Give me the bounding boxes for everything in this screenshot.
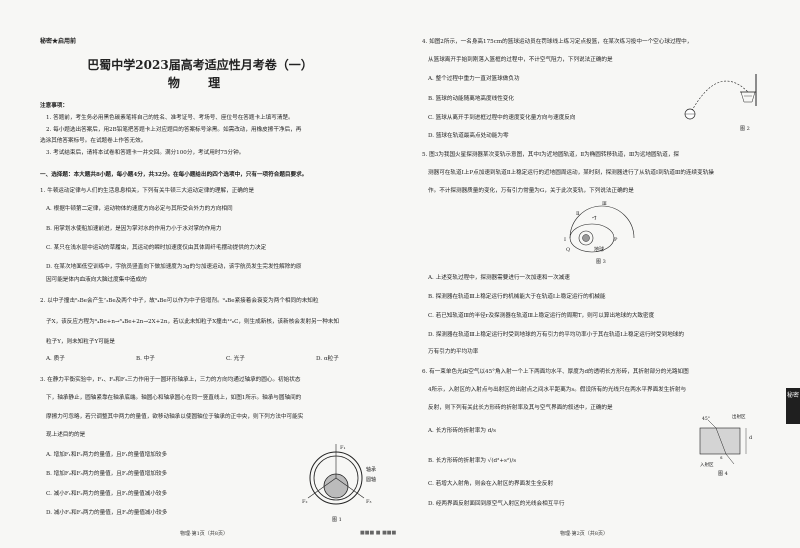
q6-option-c: C. 若增大入射角，则会在入射区的界面发生全反射 [428,481,554,487]
q1-option-b: B. 用掌划水使船加速前进，是因为掌对水的作用力小于水对掌的作用力 [46,226,222,232]
q3-option-c: C. 减小F₁和F₂两力的量值，且F₁的量值减小较多 [46,491,168,497]
fig2-caption: 图 2 [740,126,750,132]
q5-option-c: C. 若已知轨道Ⅲ的半径r及探测器在轨道Ⅲ上稳定运行的周期T，则可以算出地球的大… [428,313,655,319]
right-footer: 物理·第2页（共8页） [560,531,608,537]
q3-option-b: B. 增加F₂和F₃两力的量值，且F₂的量值增加较多 [46,471,168,477]
q6-option-d: D. 经两界面反射面回到原空气入射区的光线会相互平行 [428,501,565,507]
figure-1-bearing [307,444,365,505]
fig3-label-orbit-3: Ⅲ [602,201,607,207]
fig1-label-f3: F₃ [366,499,372,505]
fig3-label-orbit-2: Ⅱ [576,211,580,217]
notice-1: 1. 答题前，考生务必用黑色碳素笔将自己的姓名、准考证号、考场号、座位号在答题卡… [46,115,294,121]
fig1-label-bearing: 轴承 [366,467,377,473]
fig1-label-f1: F₁ [340,445,346,451]
notice-2-cont: 选涂其他答案标号。在试题卷上作答无效。 [40,138,147,144]
q4-option-a: A. 整个过程中重力一直对篮球做负功 [428,76,520,82]
q4-option-d: D. 篮球在轨道最高点处动能为零 [428,133,509,139]
q2-option-d: D. α粒子 [316,356,339,362]
notice-heading: 注意事项： [40,103,68,109]
section-1-heading: 一、选择题：本大题共8小题，每小题4分，共32分。在每小题给出的四个选项中，只有… [40,172,308,178]
q1-stem: 1. 牛顿运动定律与人们的生活息息相关，下列有关牛顿三大运动定律的理解，正确的是 [40,188,255,194]
fig1-label-f2: F₂ [302,499,308,505]
q5-option-d-cont: 万有引力的平均功率 [428,349,479,355]
q4-option-b: B. 篮球的动能随离地高度线性变化 [428,96,514,102]
q6-option-a: A. 长方形砖的折射率为 d/s [428,428,497,434]
q2-stem-2: 子X，该反应方程为⁹₄Be+n→⁸₄Be+2n→2X+2n，若以此未知粒子X撞击… [46,319,340,325]
fig3-label-earth: 地球 [594,247,605,253]
notice-2: 2. 每小题选出答案后，用2B铅笔把答题卡上对应题目的答案标号涂黑。如需改动，用… [46,127,302,133]
fig3-label-orbit-1: Ⅰ [564,237,566,243]
q6-stem-1: 6. 有一束单色光由空气以45°角入射一个上下两面均水平、厚度为d的透明长方形砖… [422,369,689,375]
fig4-label-out: 出射区 [732,415,746,420]
fig4-label-in: 入射区 [700,463,714,468]
exam-title: 巴蜀中学2023届高考适应性月考卷（一） [87,58,313,72]
q1-option-d: D. 在某次地面低空训练中，宇航员竖直向下做加速度为3g的匀加速运动，该宇航员发… [46,264,302,270]
fig3-caption: 图 3 [596,259,606,265]
left-page: 秘密★启用前 巴蜀中学2023届高考适应性月考卷（一） 物 理 注意事项： 1.… [40,38,377,537]
side-tab: 秘密 [786,388,800,424]
q5-stem-3: 作。不计探测器质量的变化，万有引力常量为G，关于此次变轨，下列说法正确的是 [428,188,634,194]
q5-stem-2: 测器可在轨道Ⅰ上P点加速到轨道Ⅱ上稳定运行的近地圆周运动，某时刻，探测器进行了从… [428,170,714,176]
q4-stem-2: 从篮球离开手始到刚落入篮框的过程中，不计空气阻力，下列说法正确的是 [428,57,613,63]
q3-option-d: D. 减小F₁和F₃两力的量值，且F₃的量值减小较多 [46,510,168,516]
q2-stem-1: 2. 以中子撞击⁶₃Be会产生⁷₃Be及两个中子，故⁹₄Be可以作为中子倍增剂。… [40,298,319,304]
middle-footer-marks: ■■■ ■ ■■■ [360,530,397,536]
q2-option-c: C. 光子 [226,356,245,362]
q3-stem-1: 3. 在静力平衡实验中，F₁、F₂和F₃三力作用于一圆环形轴承上，三力的方向均通… [40,377,301,383]
q1-option-d-cont: 因可能是体内血液向大脑过度集中造成的 [46,277,147,283]
q3-stem-3: 摩擦力可忽略，若只调整其中两力的量值，欲移动轴承以使圆轴位于轴承的正中央，则下列… [46,414,304,420]
q3-option-a: A. 增加F₁和F₂两力的量值，且F₁的量值增加较多 [46,452,168,458]
q4-option-c: C. 篮球从离开手到进框过程中的速度变化量方向与速度反向 [428,115,576,121]
notice-3: 3. 考试结束后，请将本试卷和答题卡一并交回。满分100分，考试用时75分钟。 [46,150,245,156]
right-page: 4. 如图2所示，一名身高175cm的篮球运动员在罚球线上练习定点投篮，在某次练… [400,0,785,548]
q5-option-d: D. 探测器在轨道Ⅲ上稳定运行时受到地球的万有引力的平均功率小于其在轨道Ⅰ上稳定… [428,332,684,338]
q3-stem-2: 下，轴承静止，圆轴紧靠在轴承底端。轴圆心和轴承圆心在同一竖直线上，如图1所示。轴… [46,395,302,401]
q2-option-a: A. 质子 [46,356,65,362]
fig3-label-p: P [614,237,618,243]
q5-stem-1: 5. 图3为我国火星探测器某次变轨示意图，其中Ⅰ为近地圆轨道，Ⅱ为椭圆转移轨道，… [422,152,680,158]
q6-stem-3: 反射，则下列有关此长方形砖的折射率及其与空气界面的叙述中，正确的是 [428,405,613,411]
q2-option-b: B. 中子 [136,356,155,362]
q2-stem-3: 粒子Y，则未知粒子Y可能是 [46,339,115,345]
q5-option-a: A. 上述变轨过程中，探测器需要进行一次加速和一次减速 [428,275,570,281]
fig4-label-d: d [749,435,753,441]
q3-stem-4: 现上述目的的是 [46,432,86,438]
q1-option-a: A. 根据牛顿第二定律，运动物体的速度方向必定与其所受合外力的方向相同 [46,206,233,212]
q4-stem-1: 4. 如图2所示，一名身高175cm的篮球运动员在罚球线上练习定点投篮，在某次练… [422,39,693,45]
fig1-label-shaft: 圆轴 [366,477,377,483]
fig4-label-s: s [720,455,723,461]
figure-3-orbits [569,205,635,253]
q6-stem-2: 4所示，入射区的入射点与出射区的出射点之间水平距离为s。假设所有的光线只在两水平… [428,387,687,393]
q6-option-b: B. 长方形砖的折射率为 √(d²+s²)/s [428,458,517,464]
figure-2-basketball [684,74,757,120]
q5-option-b: B. 探测器在轨道Ⅲ上稳定运行的机械能大于在轨道Ⅰ上稳定运行的机械能 [428,294,606,300]
fig4-label-angle: 45° [702,417,710,422]
figure-4-brick [699,419,747,465]
left-footer: 物理·第1页（共8页） [180,531,228,537]
fig4-caption: 图 4 [718,471,728,477]
fig3-label-q: Q [566,247,571,253]
fig1-caption: 图 1 [332,517,342,523]
secret-label: 秘密★启用前 [40,38,77,45]
q1-option-c: C. 某只在浅水层中运动的草履虫，其运动的瞬时加速度仅由其体周纤毛摆动提供的力决… [46,245,267,251]
subject-title: 物 理 [167,76,233,90]
